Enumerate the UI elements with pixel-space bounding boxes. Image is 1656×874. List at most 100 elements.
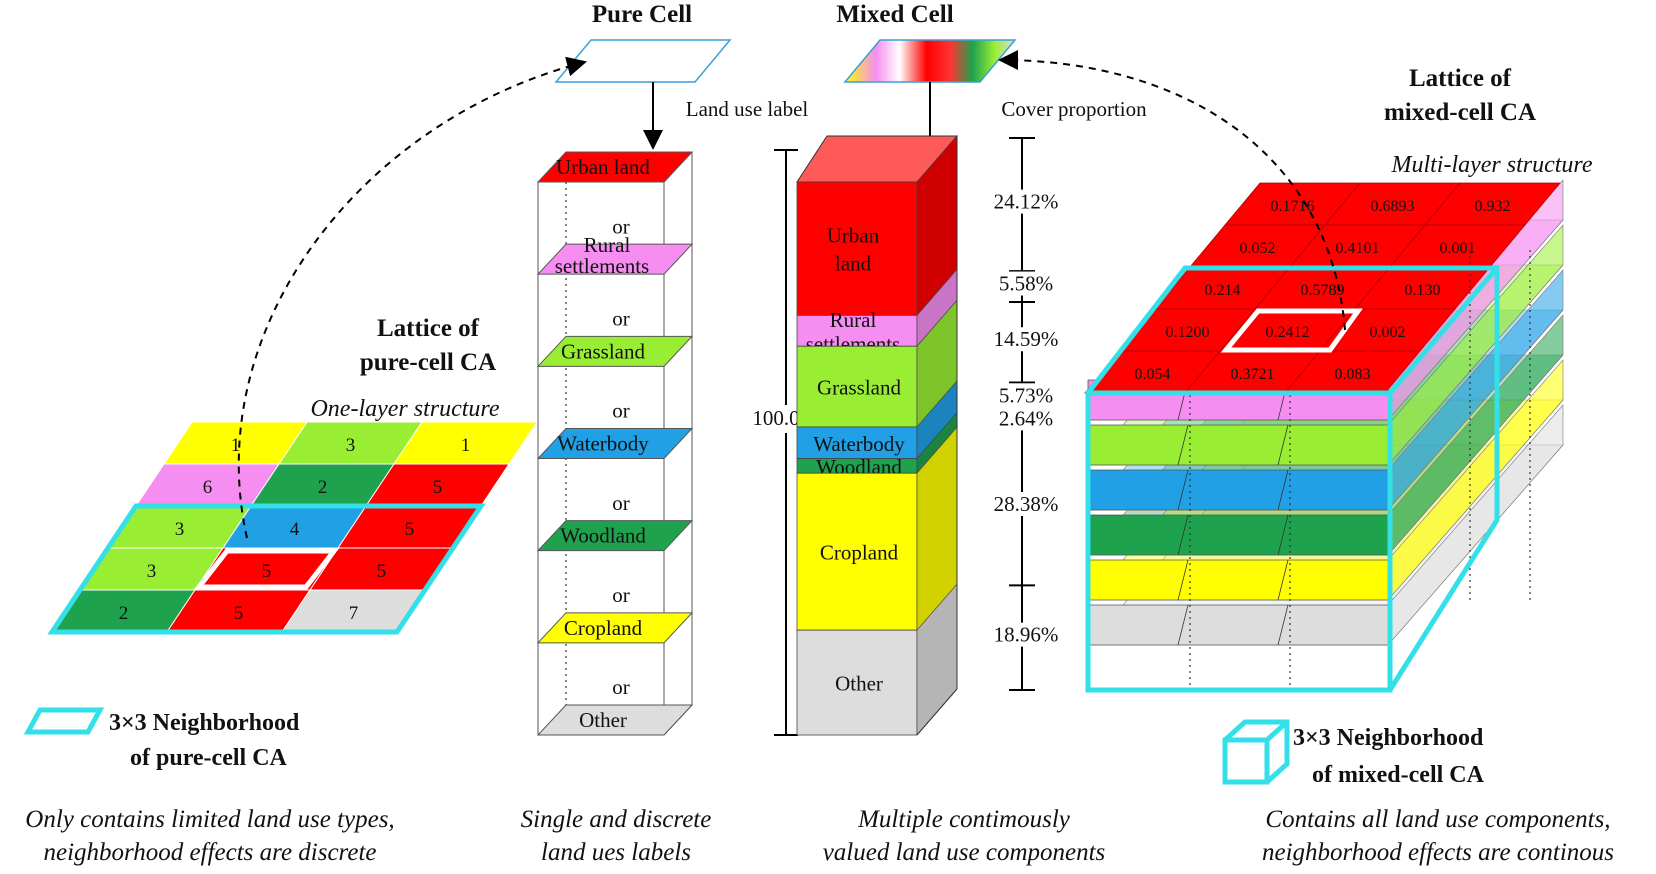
mixed-lattice-value: 0.130	[1405, 282, 1441, 299]
pure-layer-label: settlements	[555, 254, 649, 278]
mixed-cell-title: Mixed Cell	[836, 1, 953, 28]
mixed-segment-label: Waterbody	[813, 432, 905, 456]
pure-lattice-value: 1	[461, 435, 471, 456]
pure-cell-stack: Urban landorRuralsettlementsorGrasslando…	[536, 151, 694, 736]
mixed-segment-label: Cropland	[820, 541, 899, 565]
pure-center-cell-outline	[193, 548, 340, 590]
or-label: or	[612, 306, 630, 330]
mixed-lattice-value: 0.5789	[1301, 282, 1345, 299]
mixed-lattice-value: 0.2412	[1266, 324, 1310, 341]
mixed-neighborhood-cube	[1085, 265, 1500, 693]
one-layer-structure-label: One-layer structure	[310, 396, 499, 422]
mixed-segment-cropland: Cropland	[796, 426, 958, 631]
mixed-segment-waterbody: Waterbody	[796, 380, 958, 460]
mixed-lattice-value: 0.932	[1475, 198, 1511, 215]
caption-pure-lattice-1: Only contains limited land use types,	[25, 806, 394, 833]
caption-pure-cell-2: land ues labels	[541, 839, 691, 866]
cover-percentage-label: 18.96%	[994, 623, 1059, 647]
mixed-lattice-value: 0.001	[1440, 240, 1476, 257]
mixed-cell-parallelogram	[843, 39, 1017, 83]
pure-lattice-value: 5	[234, 603, 244, 624]
mixed-lattice-cell: 0.5789	[1254, 266, 1391, 310]
mixed-lattice-cell: 0.4101	[1289, 224, 1426, 268]
pure-dashed-arrow	[237, 56, 587, 539]
cover-percentage-label: 2.64%	[999, 406, 1053, 430]
mixed-segment-label: Urban	[827, 224, 880, 248]
cover-percentage-label: 5.58%	[999, 272, 1053, 296]
mixed-lattice-value: 0.3721	[1231, 366, 1275, 383]
pure-lattice-value: 2	[119, 603, 129, 624]
pure-lattice-value: 1	[231, 435, 241, 456]
mixed-cell-column: UrbanlandRuralsettlementsGrasslandWaterb…	[796, 135, 959, 736]
mixed-lattice-cell: 0.001	[1389, 224, 1526, 268]
mixed-lattice-value: 0.214	[1205, 282, 1241, 299]
pure-lattice-value: 5	[405, 519, 415, 540]
mixed-lattice-value: 0.002	[1370, 324, 1406, 341]
pure-neighborhood-legend-icon	[23, 707, 105, 735]
mixed-legend-line-1: 3×3 Neighborhood	[1293, 725, 1484, 751]
or-label: or	[612, 399, 630, 423]
cover-percentage-label: 24.12%	[994, 190, 1059, 214]
mixed-lattice-cell: 0.052	[1189, 224, 1326, 268]
mixed-lattice-cell: 0.932	[1424, 182, 1561, 226]
mixed-segment-grassland: Grassland	[796, 299, 958, 428]
cover-percentage-label: 28.38%	[994, 492, 1059, 516]
mixed-lattice-value: 0.083	[1335, 366, 1371, 383]
caption-mixed-cell-2: valued land use components	[823, 839, 1106, 866]
pure-cell-parallelogram	[554, 39, 732, 83]
pure-lattice-value: 5	[377, 561, 387, 582]
pure-legend-line-1: 3×3 Neighborhood	[109, 710, 300, 736]
pure-layer-label: Cropland	[564, 616, 643, 640]
pure-layer-label: Waterbody	[557, 432, 649, 456]
mixed-legend-line-2: of mixed-cell CA	[1312, 762, 1485, 788]
pure-lattice-value: 3	[175, 519, 185, 540]
pure-layer-label: Rural	[584, 233, 631, 257]
caption-pure-lattice-2: neighborhood effects are discrete	[43, 839, 376, 866]
mixed-lattice-cell: 0.6893	[1324, 182, 1461, 226]
cover-proportion-caption: Cover proportion	[1001, 97, 1147, 121]
pure-layer-woodland: Woodland	[536, 520, 694, 552]
caption-mixed-lattice-2: neighborhood effects are continous	[1262, 839, 1614, 866]
mixed-segment-label: Other	[835, 672, 883, 696]
mixed-lattice-value: 0.052	[1240, 240, 1276, 257]
caption-mixed-lattice-1: Contains all land use components,	[1265, 806, 1610, 833]
pure-lattice-value: 3	[346, 435, 356, 456]
mixed-lattice-value: 0.1716	[1271, 198, 1315, 215]
pure-lattice-value: 4	[290, 519, 300, 540]
pure-lattice-value: 5	[262, 561, 272, 582]
pure-layer-label: Woodland	[560, 524, 646, 548]
mixed-segment-label: Grassland	[817, 376, 901, 400]
pure-lattice-value: 5	[433, 477, 443, 498]
pure-layer-urban: Urban land	[536, 151, 694, 183]
pure-neighborhood-outline	[47, 503, 486, 635]
multi-layer-structure-label: Multi-layer structure	[1390, 152, 1592, 178]
mixed-lattice-cell: 0.083	[1284, 350, 1421, 394]
cover-proportion-bracket: 24.12% 5.58% 14.59% 5.73%2.64% 28.38% 18.96%	[988, 137, 1059, 691]
mixed-lattice-value: 0.6893	[1371, 198, 1415, 215]
mixed-segment-label: Rural	[830, 308, 877, 332]
or-label: or	[612, 491, 630, 515]
pure-lattice-title-2: pure-cell CA	[360, 349, 496, 376]
pure-lattice-value: 6	[203, 477, 213, 498]
cover-percentage-label: 5.73%	[999, 383, 1053, 407]
mixed-lattice-title-1: Lattice of	[1409, 65, 1512, 92]
or-label: or	[612, 214, 630, 238]
mixed-neighborhood-legend-icon	[1222, 719, 1290, 785]
pure-cell-title: Pure Cell	[592, 1, 692, 28]
land-use-label-caption: Land use label	[686, 97, 809, 121]
pure-layer-waterbody: Waterbody	[536, 428, 694, 459]
mixed-lattice-value: 0.1200	[1166, 324, 1210, 341]
mixed-lattice-value: 0.4101	[1336, 240, 1380, 257]
pure-lattice-title-1: Lattice of	[377, 315, 480, 342]
caption-mixed-cell-1: Multiple contimously	[857, 806, 1071, 833]
pure-lattice-value: 2	[318, 477, 328, 498]
mixed-dashed-arrow	[998, 50, 1346, 331]
mixed-lattice-title-2: mixed-cell CA	[1384, 99, 1536, 126]
mixed-lattice-value: 0.054	[1135, 366, 1171, 383]
cover-percentage-label: 14.59%	[994, 327, 1059, 351]
pure-lattice-value: 3	[147, 561, 157, 582]
